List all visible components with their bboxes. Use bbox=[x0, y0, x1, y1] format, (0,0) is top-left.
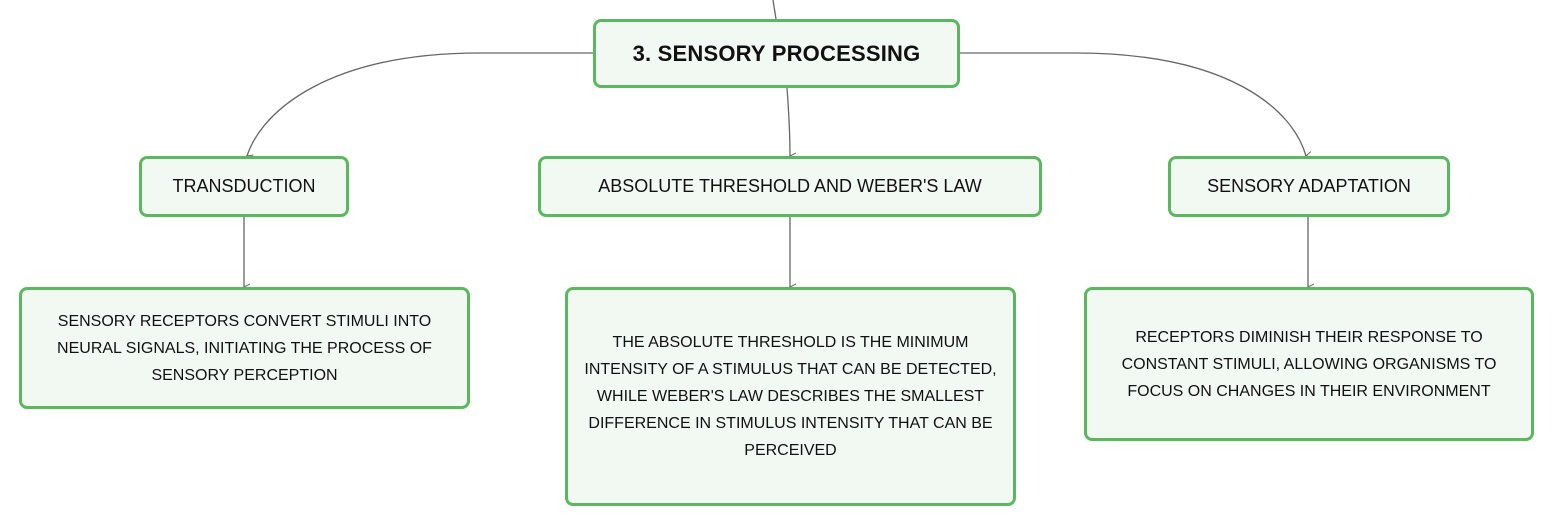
detail-node-sensory-adaptation[interactable]: RECEPTORS DIMINISH THEIR RESPONSE TO CON… bbox=[1084, 287, 1534, 441]
incoming-connector bbox=[772, 0, 777, 20]
root-node-sensory-processing[interactable]: 3. SENSORY PROCESSING bbox=[593, 19, 960, 88]
detail-sensory-adaptation-text: RECEPTORS DIMINISH THEIR RESPONSE TO CON… bbox=[1121, 328, 1497, 400]
detail-transduction-text: SENSORY RECEPTORS CONVERT STIMULI INTO N… bbox=[57, 312, 432, 384]
root-node-label: 3. SENSORY PROCESSING bbox=[632, 40, 921, 66]
node-transduction-label: TRANSDUCTION bbox=[172, 176, 316, 196]
detail-node-transduction[interactable]: SENSORY RECEPTORS CONVERT STIMULI INTO N… bbox=[19, 287, 470, 409]
detail-node-absolute-threshold[interactable]: THE ABSOLUTE THRESHOLD IS THE MINIMUM IN… bbox=[565, 287, 1016, 506]
node-sensory-adaptation-label: SENSORY ADAPTATION bbox=[1207, 176, 1411, 196]
connector-root-absolute-threshold bbox=[786, 87, 790, 156]
connector-root-sensory-adaptation bbox=[960, 52, 1306, 156]
node-absolute-threshold-webers-law[interactable]: ABSOLUTE THRESHOLD AND WEBER'S LAW bbox=[538, 156, 1042, 217]
connector-root-transduction bbox=[247, 52, 593, 156]
detail-absolute-threshold-text: THE ABSOLUTE THRESHOLD IS THE MINIMUM IN… bbox=[584, 334, 997, 459]
node-sensory-adaptation[interactable]: SENSORY ADAPTATION bbox=[1168, 156, 1450, 217]
node-absolute-threshold-label: ABSOLUTE THRESHOLD AND WEBER'S LAW bbox=[598, 176, 982, 196]
node-transduction[interactable]: TRANSDUCTION bbox=[139, 156, 349, 217]
